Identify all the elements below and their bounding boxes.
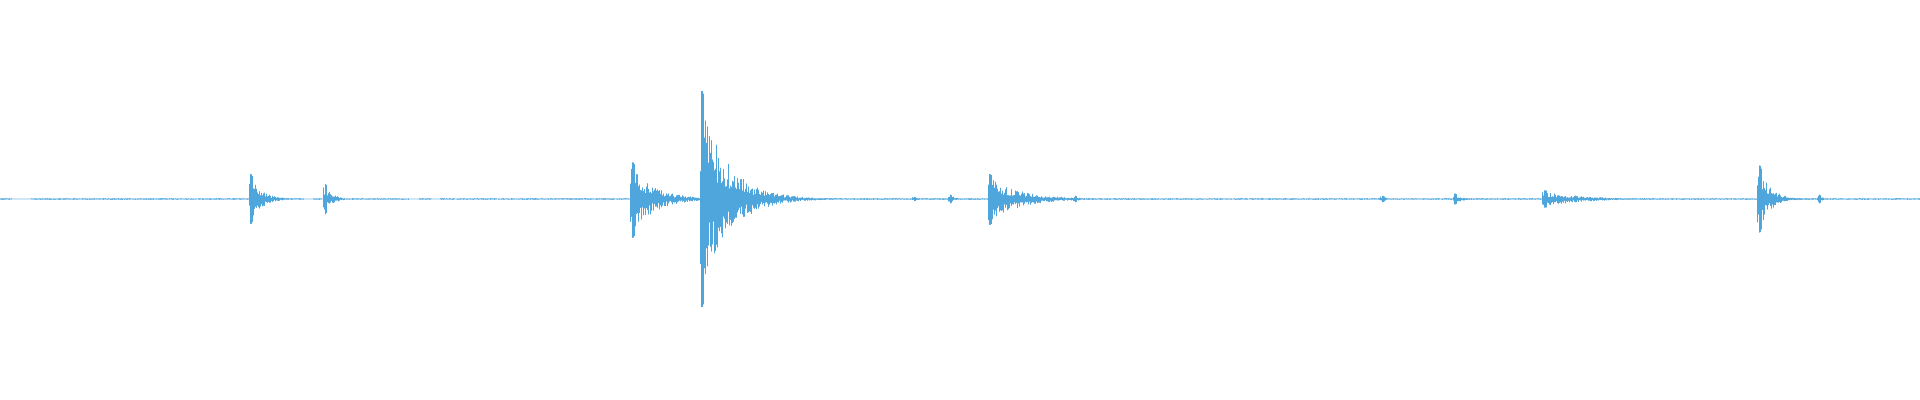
waveform-samples [0,91,1920,307]
